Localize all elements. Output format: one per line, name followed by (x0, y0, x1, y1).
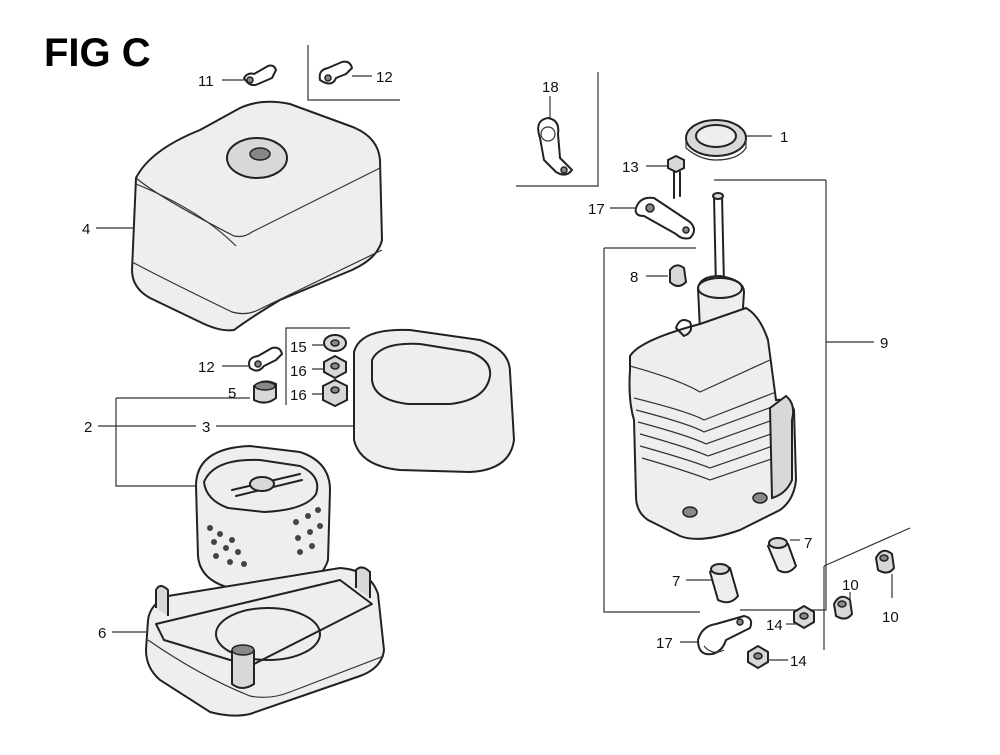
part-12-bracket-mid (248, 346, 283, 372)
callout-10-left: 10 (842, 577, 859, 594)
callout-6: 6 (98, 625, 106, 642)
callout-13: 13 (622, 159, 639, 176)
part-12-bracket-top (318, 60, 353, 85)
part-2-group-bracket (115, 398, 200, 487)
callout-11: 11 (198, 73, 214, 90)
part-17-bracket-lower (697, 615, 753, 656)
part-5-grommet (253, 380, 277, 404)
part-6-air-cleaner-base (144, 566, 386, 717)
part-15-washer (323, 334, 347, 352)
part-9-frame-left (603, 248, 700, 613)
part-3-foam-filter (353, 328, 516, 474)
part-10-frame-top (823, 527, 911, 567)
part-13-bolt (667, 154, 685, 199)
lead-15-16 (312, 344, 324, 395)
callout-15: 15 (290, 339, 307, 356)
part-12-frame (307, 45, 400, 101)
callout-1: 1 (780, 129, 788, 146)
part-11-clip (243, 64, 277, 87)
part-9-tank-assembly (628, 192, 798, 540)
part-4-air-cleaner-cover (130, 100, 384, 332)
callout-2: 2 (84, 419, 92, 436)
part-17-bracket-upper (634, 196, 695, 240)
part-7-tube-right (766, 537, 798, 574)
part-15-16-frame (285, 327, 350, 405)
callout-10-right: 10 (882, 609, 899, 626)
part-14-nut-upper (793, 604, 815, 630)
callout-18: 18 (542, 79, 559, 96)
part-8-cap (669, 264, 688, 287)
part-14-nut-lower (747, 644, 769, 670)
callout-17-lower: 17 (656, 635, 673, 652)
callout-14-lower: 14 (790, 653, 807, 670)
callout-16-lower: 16 (290, 387, 307, 404)
part-10-grommet-left (832, 595, 854, 620)
part-10-grommet-right (874, 549, 896, 574)
callout-5: 5 (228, 385, 236, 402)
filter-pleat-dots (207, 507, 323, 567)
part-16-nut-upper (323, 354, 347, 380)
part-1-seal-ring (685, 119, 747, 161)
callout-7-right: 7 (804, 535, 812, 552)
figure-title: FIG C (44, 31, 151, 75)
callout-9: 9 (880, 335, 888, 352)
callout-12-mid: 12 (198, 359, 215, 376)
part-7-tube-left (708, 563, 740, 604)
callout-16-upper: 16 (290, 363, 307, 380)
part-18-clamp (537, 117, 573, 176)
callout-8: 8 (630, 269, 638, 286)
callout-3: 3 (202, 419, 210, 436)
callout-4: 4 (82, 221, 90, 238)
callout-7-left: 7 (672, 573, 680, 590)
callout-12-top: 12 (376, 69, 393, 86)
callout-17-upper: 17 (588, 201, 605, 218)
part-9-frame-right (740, 180, 827, 611)
callout-14-upper: 14 (766, 617, 783, 634)
part-16-nut-lower (322, 378, 348, 408)
part-2-paper-filter (194, 444, 332, 592)
part-18-frame (516, 72, 599, 187)
